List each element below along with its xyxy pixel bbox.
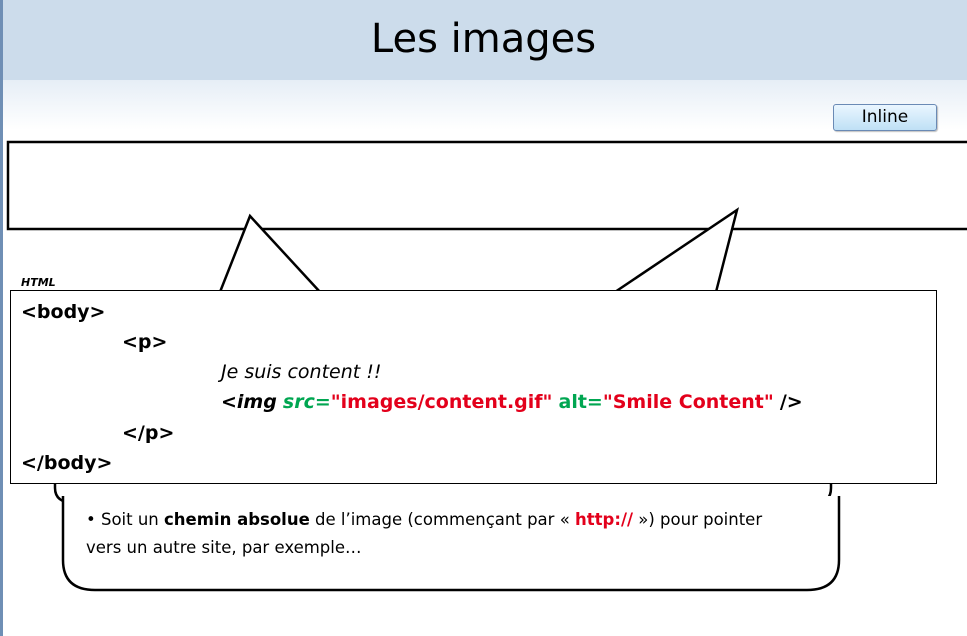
alt-attribute: alt= xyxy=(558,391,603,413)
code-line-body-close: </body> xyxy=(21,452,113,474)
slide-title: Les images xyxy=(370,16,597,62)
bullet-line2: vers un autre site, par exemple… xyxy=(86,538,362,557)
inline-button[interactable]: Inline xyxy=(833,104,937,131)
callout-empty-box xyxy=(6,140,967,231)
title-fade xyxy=(3,80,967,130)
html-caption: HTML xyxy=(21,276,56,289)
src-attribute: src= xyxy=(282,391,331,413)
code-line-body-open: <body> xyxy=(21,301,106,323)
title-band xyxy=(3,0,967,80)
bullet-paragraph: • Soit un chemin absolue de l’image (com… xyxy=(86,506,826,562)
src-value: "images/content.gif" xyxy=(330,391,553,413)
bullet-url: http:// xyxy=(575,510,634,529)
bullet-middle: de l’image (commençant par « xyxy=(309,510,576,529)
alt-value: "Smile Content" xyxy=(602,391,774,413)
callout-pointer-left xyxy=(218,213,321,293)
code-box: <body> <p> Je suis content !! <img src="… xyxy=(10,290,937,484)
callout-pointer-right xyxy=(614,207,740,294)
img-tag-close: /> xyxy=(779,391,803,413)
bullet-bold-term: chemin absolue xyxy=(164,510,310,529)
bullet-prefix: • Soit un xyxy=(86,510,165,529)
bullet-suffix: ») pour pointer xyxy=(633,510,763,529)
code-line-p-close: </p> xyxy=(122,422,175,444)
callout-rounded-box-front xyxy=(61,496,841,592)
img-tag-open: <img xyxy=(221,391,277,413)
code-line-p-open: <p> xyxy=(122,331,168,353)
code-line-img: <img src="images/content.gif" alt="Smile… xyxy=(221,390,803,414)
code-line-text: Je suis content !! xyxy=(221,361,382,383)
slide-left-edge xyxy=(0,0,3,636)
